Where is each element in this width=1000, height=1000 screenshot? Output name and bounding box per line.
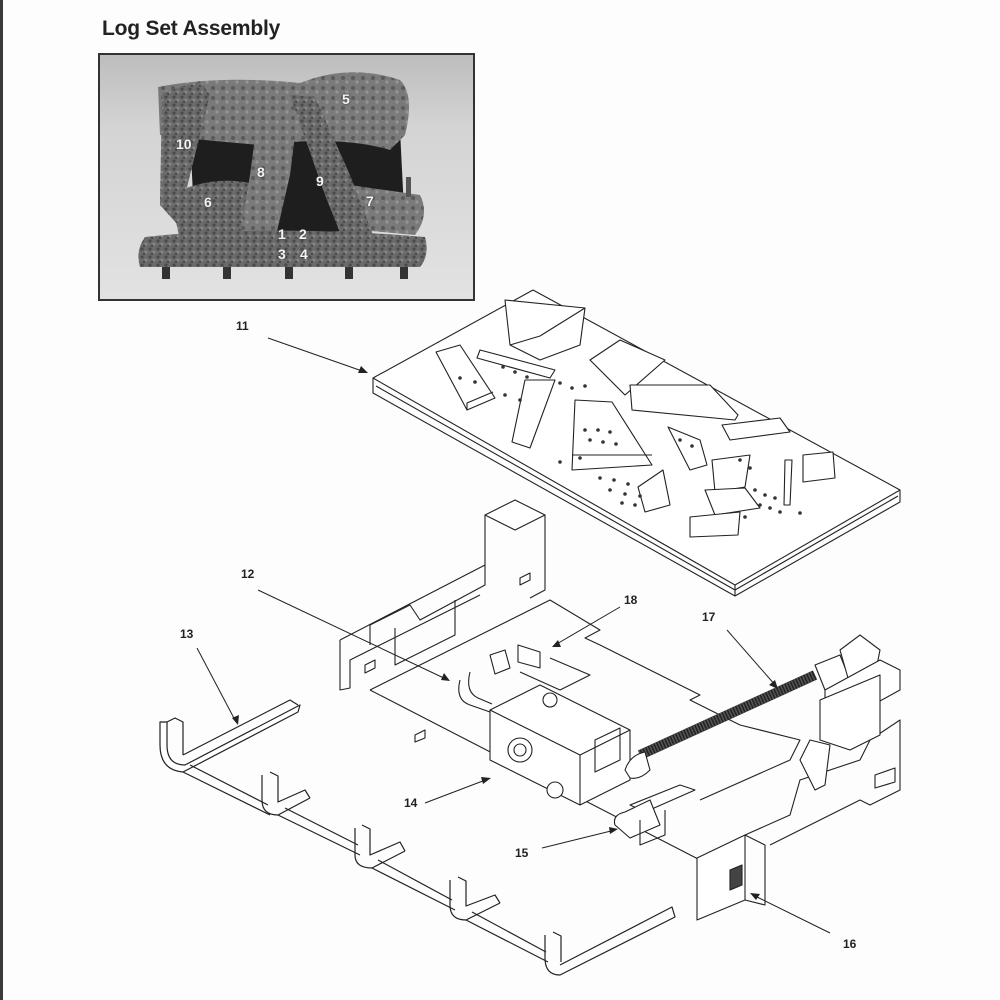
photo-label-10: 10 bbox=[176, 136, 192, 152]
photo-label-7: 7 bbox=[366, 193, 374, 209]
leader-11 bbox=[267, 337, 366, 373]
callout-17: 17 bbox=[702, 610, 716, 624]
callout-13: 13 bbox=[180, 627, 194, 641]
callout-arrowheads bbox=[232, 366, 778, 900]
leader-15 bbox=[541, 829, 616, 849]
leader-14 bbox=[424, 778, 489, 804]
callout-14: 14 bbox=[404, 796, 418, 810]
leader-18 bbox=[554, 606, 621, 646]
valve-knob bbox=[406, 177, 411, 197]
log-set-photo: 5 10 8 9 6 7 1 2 3 4 bbox=[98, 53, 475, 301]
grate-leg bbox=[400, 267, 408, 279]
photo-label-2: 2 bbox=[299, 226, 307, 242]
leader-13 bbox=[196, 647, 237, 723]
platform-holes bbox=[458, 365, 802, 519]
callout-16: 16 bbox=[843, 937, 857, 951]
photo-label-6: 6 bbox=[204, 194, 212, 210]
grate-leg bbox=[162, 267, 170, 279]
callout-11: 11 bbox=[236, 319, 249, 333]
grate bbox=[159, 699, 676, 976]
grate-leg bbox=[345, 267, 353, 279]
leader-17 bbox=[726, 629, 777, 687]
log-6 bbox=[170, 180, 250, 240]
pilot-assembly bbox=[613, 784, 696, 846]
callout-18: 18 bbox=[624, 593, 638, 607]
grate-leg bbox=[223, 267, 231, 279]
log-set-photo-drawing bbox=[100, 55, 473, 299]
callout-12: 12 bbox=[241, 567, 255, 581]
log-8 bbox=[240, 95, 300, 240]
page-title: Log Set Assembly bbox=[102, 17, 281, 40]
callout-leaders bbox=[196, 337, 831, 934]
log-platform bbox=[372, 289, 901, 597]
grate-leg bbox=[285, 267, 293, 279]
photo-label-3: 3 bbox=[278, 246, 286, 262]
photo-label-1: 1 bbox=[278, 226, 286, 242]
photo-label-9: 9 bbox=[316, 173, 324, 189]
leader-12 bbox=[257, 589, 449, 681]
log-9 bbox=[290, 95, 375, 245]
log-10 bbox=[160, 81, 210, 225]
callout-15: 15 bbox=[515, 846, 529, 860]
switch-box bbox=[696, 674, 901, 921]
photo-label-8: 8 bbox=[257, 164, 265, 180]
window-edge bbox=[0, 0, 3, 1000]
leader-16 bbox=[752, 894, 831, 934]
front-log bbox=[138, 230, 427, 267]
photo-label-5: 5 bbox=[342, 91, 350, 107]
log-7 bbox=[350, 185, 424, 235]
gas-valve bbox=[458, 644, 631, 806]
photo-label-4: 4 bbox=[300, 246, 308, 262]
